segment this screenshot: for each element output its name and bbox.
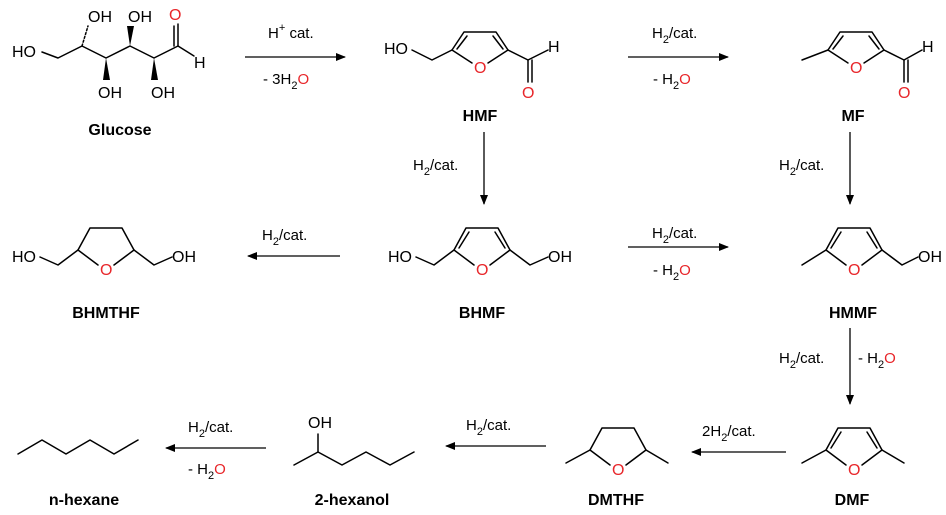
reagent-h2-cat-2: H2/cat. [413, 157, 458, 178]
hexanol-oh-atom: OH [308, 415, 332, 432]
glucose-aldehyde-o: O [169, 7, 181, 24]
reagent-h2-cat-8: H2/cat. [188, 419, 233, 440]
hmmf-structure: O OH [801, 227, 942, 279]
reagent-h2-cat-3: H2/cat. [779, 157, 824, 178]
hmf-aldehyde-h: H [548, 39, 560, 56]
bhmthf-oh-atom: OH [172, 249, 196, 266]
hmf-structure: HO O O H [384, 31, 560, 102]
hmf-label: HMF [463, 108, 498, 125]
mf-ring-o: O [850, 60, 862, 77]
hexane-label: n-hexane [49, 492, 119, 509]
reagent-h2-cat-6: H2/cat. [779, 350, 824, 371]
reagent-minus-h2o-3: - H2O [858, 350, 896, 371]
glucose-label: Glucose [88, 122, 151, 139]
dmf-label: DMF [835, 492, 870, 509]
glucose-oh-2: OH [98, 85, 122, 102]
glucose-oh-1: OH [88, 9, 112, 26]
hmf-aldehyde-o: O [522, 85, 534, 102]
reagent-acid: H+ cat. [268, 22, 314, 42]
hmmf-ring-o: O [848, 262, 860, 279]
hmmf-oh-atom: OH [918, 249, 942, 266]
reagent-h2-cat-7: H2/cat. [466, 417, 511, 438]
reagent-minus-h2o-1: - H2O [653, 71, 691, 92]
dmthf-structure: O [565, 427, 669, 479]
mf-structure: O O H [801, 31, 934, 102]
hexanol-label: 2-hexanol [315, 492, 390, 509]
reagent-h2-cat-1: H2/cat. [652, 25, 697, 46]
bhmf-label: BHMF [459, 305, 505, 322]
glucose-aldehyde-h: H [194, 55, 206, 72]
bhmthf-label: BHMTHF [72, 305, 140, 322]
hmf-ring-o: O [474, 60, 486, 77]
bhmthf-ring-o: O [100, 262, 112, 279]
mf-label: MF [841, 108, 864, 125]
dmf-ring-o: O [848, 462, 860, 479]
mf-aldehyde-o: O [898, 85, 910, 102]
hexane-structure [17, 439, 139, 455]
glucose-ho-atom: HO [12, 44, 36, 61]
bhmf-ring-o: O [476, 262, 488, 279]
reagent-h2-cat-4: H2/cat. [262, 227, 307, 248]
bhmthf-ho-atom: HO [12, 249, 36, 266]
hmmf-label: HMMF [829, 305, 877, 322]
hmf-ho-atom: HO [384, 41, 408, 58]
bhmf-ho-atom: HO [388, 249, 412, 266]
glucose-structure: HO O H OH OH OH OH [12, 7, 206, 102]
bhmf-structure: HO O OH [388, 227, 572, 279]
reagent-2h2-cat: 2H2/cat. [702, 423, 756, 444]
bhmthf-structure: HO O OH [12, 227, 196, 279]
bhmf-oh-atom: OH [548, 249, 572, 266]
glucose-oh-3: OH [128, 9, 152, 26]
dmf-structure: O [801, 427, 905, 479]
reagent-h2-cat-5: H2/cat. [652, 225, 697, 246]
dmthf-label: DMTHF [588, 492, 644, 509]
hexanol-structure: OH [293, 415, 415, 466]
dmthf-ring-o: O [612, 462, 624, 479]
reagent-minus-h2o-4: - H2O [188, 461, 226, 482]
mf-aldehyde-h: H [922, 39, 934, 56]
reagent-minus-3h2o: - 3H2O [263, 71, 309, 92]
glucose-oh-4: OH [151, 85, 175, 102]
reagent-minus-h2o-2: - H2O [653, 262, 691, 283]
